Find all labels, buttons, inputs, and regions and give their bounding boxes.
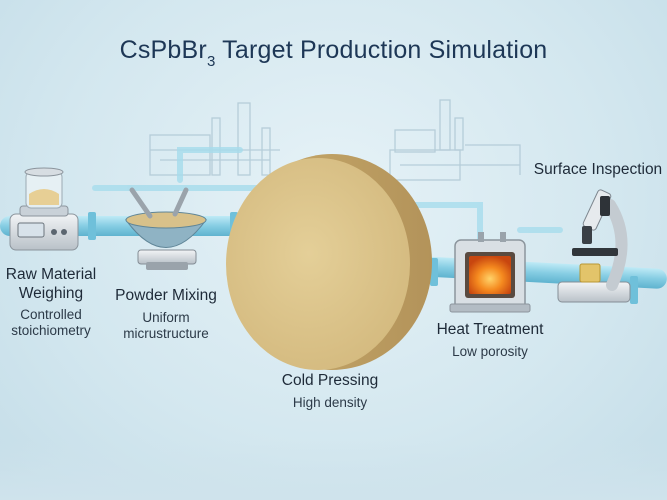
step-desc-line1: High density xyxy=(292,394,368,410)
step-desc-line1: Controlled xyxy=(20,307,82,323)
step-surface-inspection: Surface Inspection xyxy=(530,161,666,180)
bottom-fade xyxy=(0,440,667,500)
pressed-pellet-icon xyxy=(226,154,432,370)
step-powder-mixing: Powder Mixing Uniform micrustructure xyxy=(108,287,224,342)
step-name-line1: Powder Mixing xyxy=(115,287,217,304)
scale-icon xyxy=(9,167,79,251)
mixing-bowl-icon xyxy=(125,187,207,270)
title-main: CsPbBr xyxy=(119,36,207,64)
step-name-line1: Heat Treatment xyxy=(436,321,544,338)
diagram-title: CsPbBr3 Target Production Simulation xyxy=(0,36,667,70)
factory-silhouette-icon xyxy=(149,99,521,181)
step-cold-pressing: Cold Pressing High density xyxy=(262,372,398,411)
title-suffix: Target Production Simulation xyxy=(215,36,548,64)
microscope-icon xyxy=(557,189,631,303)
step-desc-line2: micrustructure xyxy=(123,325,209,341)
step-desc-line1: Low porosity xyxy=(452,343,528,359)
title-subscript: 3 xyxy=(206,53,216,70)
step-desc-line2: stoichiometry xyxy=(11,323,91,339)
step-raw-material-weighing: Raw Material Weighing Controlled stoichi… xyxy=(0,266,102,340)
furnace-icon xyxy=(449,232,531,313)
step-desc-line1: Uniform xyxy=(142,309,190,325)
step-name-line2: Weighing xyxy=(18,284,84,302)
step-name-line1: Cold Pressing xyxy=(281,372,379,389)
step-name-line1: Surface Inspection xyxy=(533,161,663,178)
step-heat-treatment: Heat Treatment Low porosity xyxy=(428,321,552,360)
step-name-line1: Raw Material xyxy=(5,266,97,283)
